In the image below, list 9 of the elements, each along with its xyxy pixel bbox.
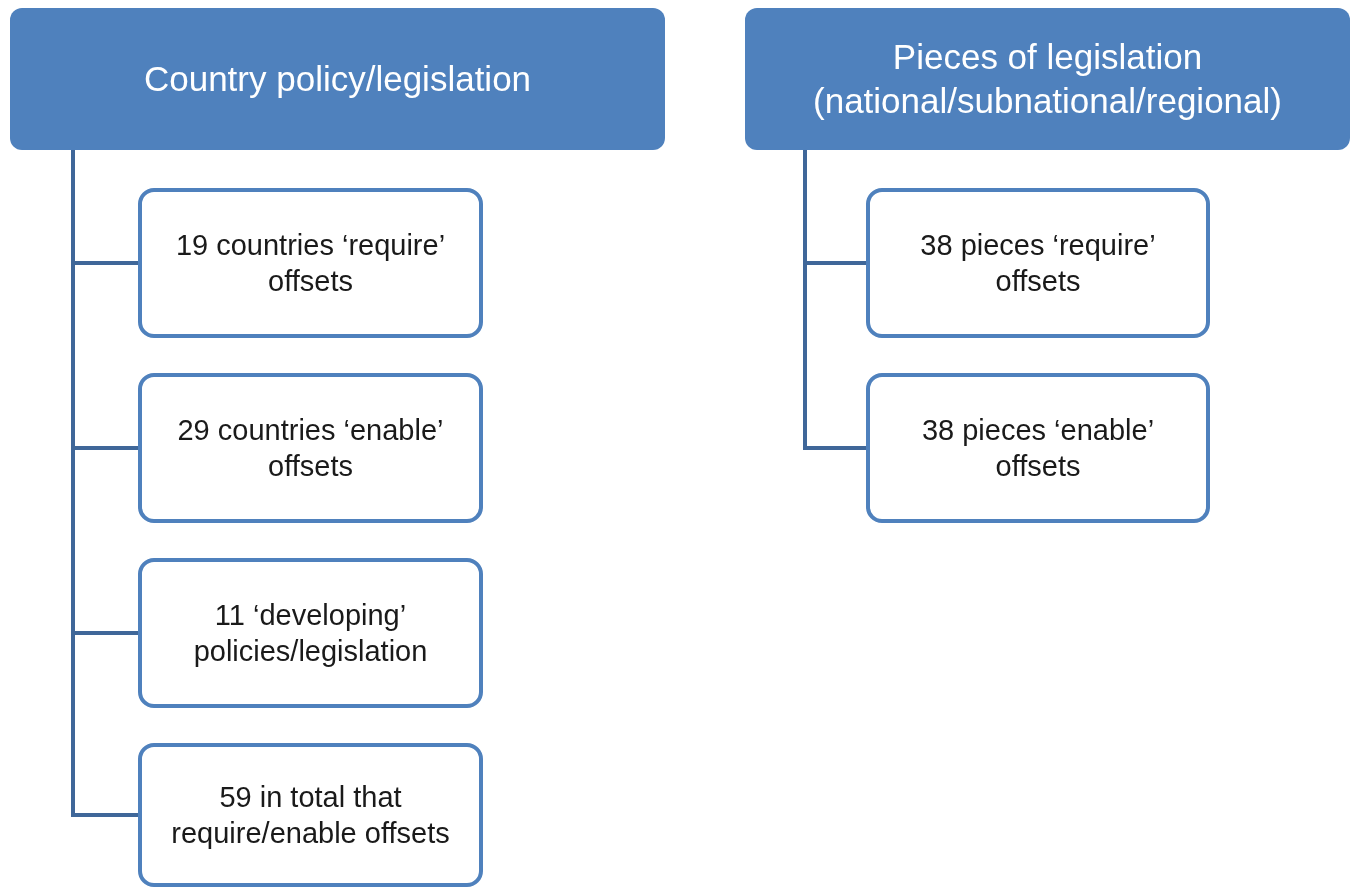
header-box: Pieces of legislation (national/subnational/regional) xyxy=(745,8,1350,150)
item-box: 29 countries ‘enable’ offsets xyxy=(138,373,483,523)
header-box: Country policy/legislation xyxy=(10,8,665,150)
connector-line xyxy=(803,150,866,450)
item-box: 59 in total that require/enable offsets xyxy=(138,743,483,887)
item-box: 19 countries ‘require’ offsets xyxy=(138,188,483,338)
item-box: 38 pieces ‘require’ offsets xyxy=(866,188,1210,338)
item-box: 38 pieces ‘enable’ offsets xyxy=(866,373,1210,523)
item-box: 11 ‘developing’ policies/legislation xyxy=(138,558,483,708)
